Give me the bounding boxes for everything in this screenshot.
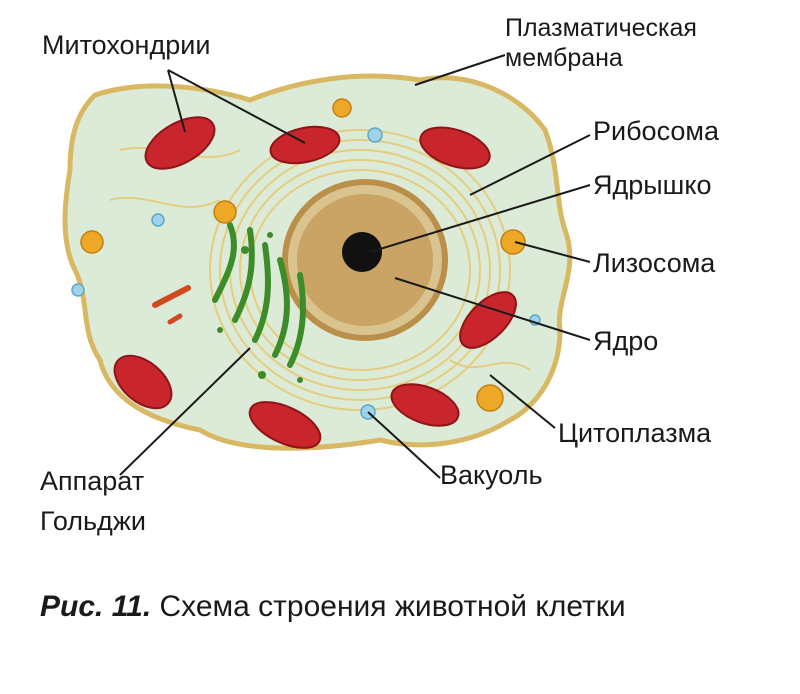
golgi-apparatus [212,222,306,368]
centriole [167,313,183,325]
label-membrane-line1: Плазматическая [505,14,697,42]
figure-title: Схема строения животной клетки [151,590,626,623]
lysosome [500,229,526,255]
label-nucleus: Ядро [593,326,659,356]
vacuole [367,127,383,143]
label-golgi-line1: Аппарат [40,466,145,496]
mitochondrion [144,116,216,170]
label-mitochondria: Митохондрии [42,30,211,60]
figure-number: Рис. 11. [40,590,152,623]
label-nucleolus: Ядрышко [593,170,712,200]
vacuole [151,213,165,227]
centriole [152,285,191,308]
mitochondrion [113,354,173,410]
lysosomes [80,98,526,412]
nucleolus [342,232,382,272]
leader-lines [119,54,591,479]
mitochondrion [459,291,517,349]
label-membrane-line2: мембрана [505,44,623,72]
label-golgi-line2: Гольджи [40,506,146,536]
mitochondria-group [113,116,517,449]
lysosome [80,230,104,254]
vacuole [71,283,85,297]
lysosome [332,98,352,118]
label-lysosome: Лизосома [593,248,716,278]
figure-caption: Рис. 11. Схема строения животной клетки [40,586,760,628]
lysosome [476,384,504,412]
mitochondrion [390,383,460,427]
label-ribosome: Рибосома [593,116,719,146]
mitochondrion [248,401,322,449]
mitochondrion [419,126,491,170]
mitochondrion [269,125,341,165]
cell-diagram [62,54,591,479]
golgi-vesicles [217,232,303,383]
lysosome [213,200,237,224]
label-cytoplasm: Цитоплазма [558,418,712,448]
label-vacuole: Вакуоль [440,460,543,490]
